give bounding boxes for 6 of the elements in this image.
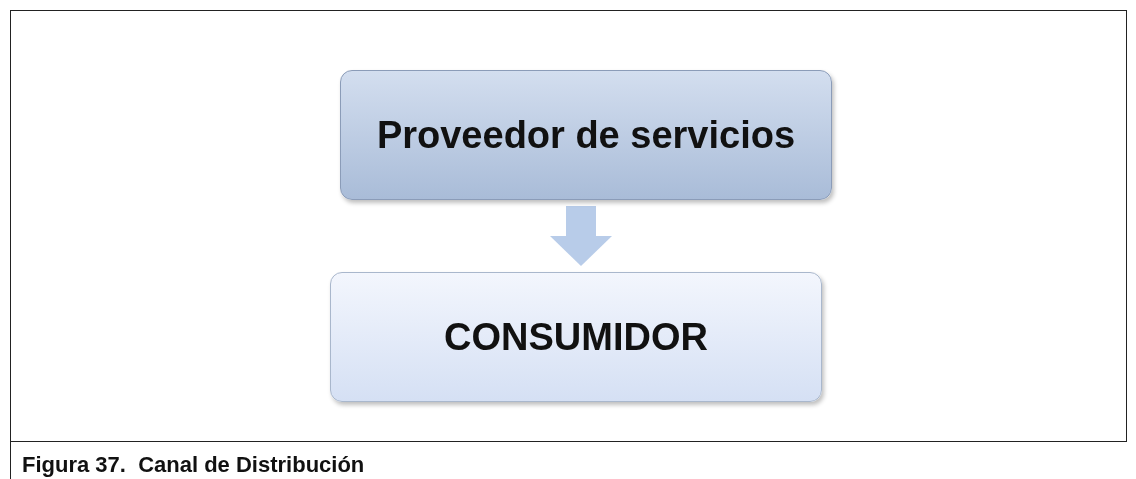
box-label: CONSUMIDOR	[444, 315, 708, 359]
process-box	[340, 70, 832, 200]
box-label: Proveedor de servicios	[376, 113, 796, 157]
figure-caption: Figura 37. Canal de Distribución	[22, 452, 365, 478]
process-box	[330, 272, 822, 402]
arrow	[550, 206, 612, 266]
